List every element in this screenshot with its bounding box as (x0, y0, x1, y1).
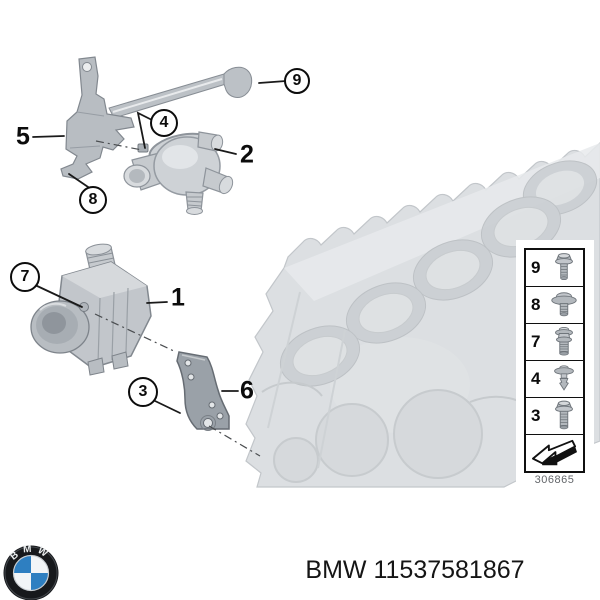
diagram-plate-number: 306865 (534, 474, 575, 486)
callout-1: 1 (171, 283, 185, 312)
legend-direction-cell (526, 435, 583, 471)
callout-3: 3 (128, 377, 158, 407)
water-pump-part-1 (30, 243, 152, 376)
direction-arrow-icon (532, 439, 577, 466)
bmw-roundel-icon: BMW (3, 545, 59, 600)
support-bracket-part-6 (176, 351, 230, 431)
legend-item-4: 4 (526, 361, 583, 398)
callout-2: 2 (240, 140, 254, 169)
assembly-axis-lines (94, 140, 261, 457)
bmw-roundel-logo: BMW (3, 545, 59, 600)
callout-9: 9 (284, 68, 310, 94)
thermostat-part-2 (123, 131, 234, 215)
callout-7: 7 (10, 262, 40, 292)
legend-item-7: 7 (526, 324, 583, 361)
hex-flange-bolt-icon (555, 400, 573, 430)
callout-8: 8 (79, 186, 107, 214)
mounting-bracket-part-5 (60, 56, 135, 180)
hex-flange-bolt-icon (555, 253, 573, 281)
bolt-with-washer-icon (555, 326, 573, 356)
legend-item-3: 3 (526, 398, 583, 435)
expansion-rivet-icon (554, 365, 574, 391)
legend-item-9: 9 (526, 250, 583, 287)
callout-5: 5 (16, 122, 30, 151)
fastener-legend-panel: 9 8 (524, 248, 585, 473)
washer-head-screw-icon (551, 292, 577, 317)
legend-item-8: 8 (526, 287, 583, 324)
strip-bracket-part-9 (108, 66, 253, 119)
callout-4: 4 (150, 109, 178, 137)
screw-part-4 (137, 143, 149, 153)
part-number-title: BMW 11537581867 (305, 556, 525, 584)
callout-6: 6 (240, 376, 254, 405)
